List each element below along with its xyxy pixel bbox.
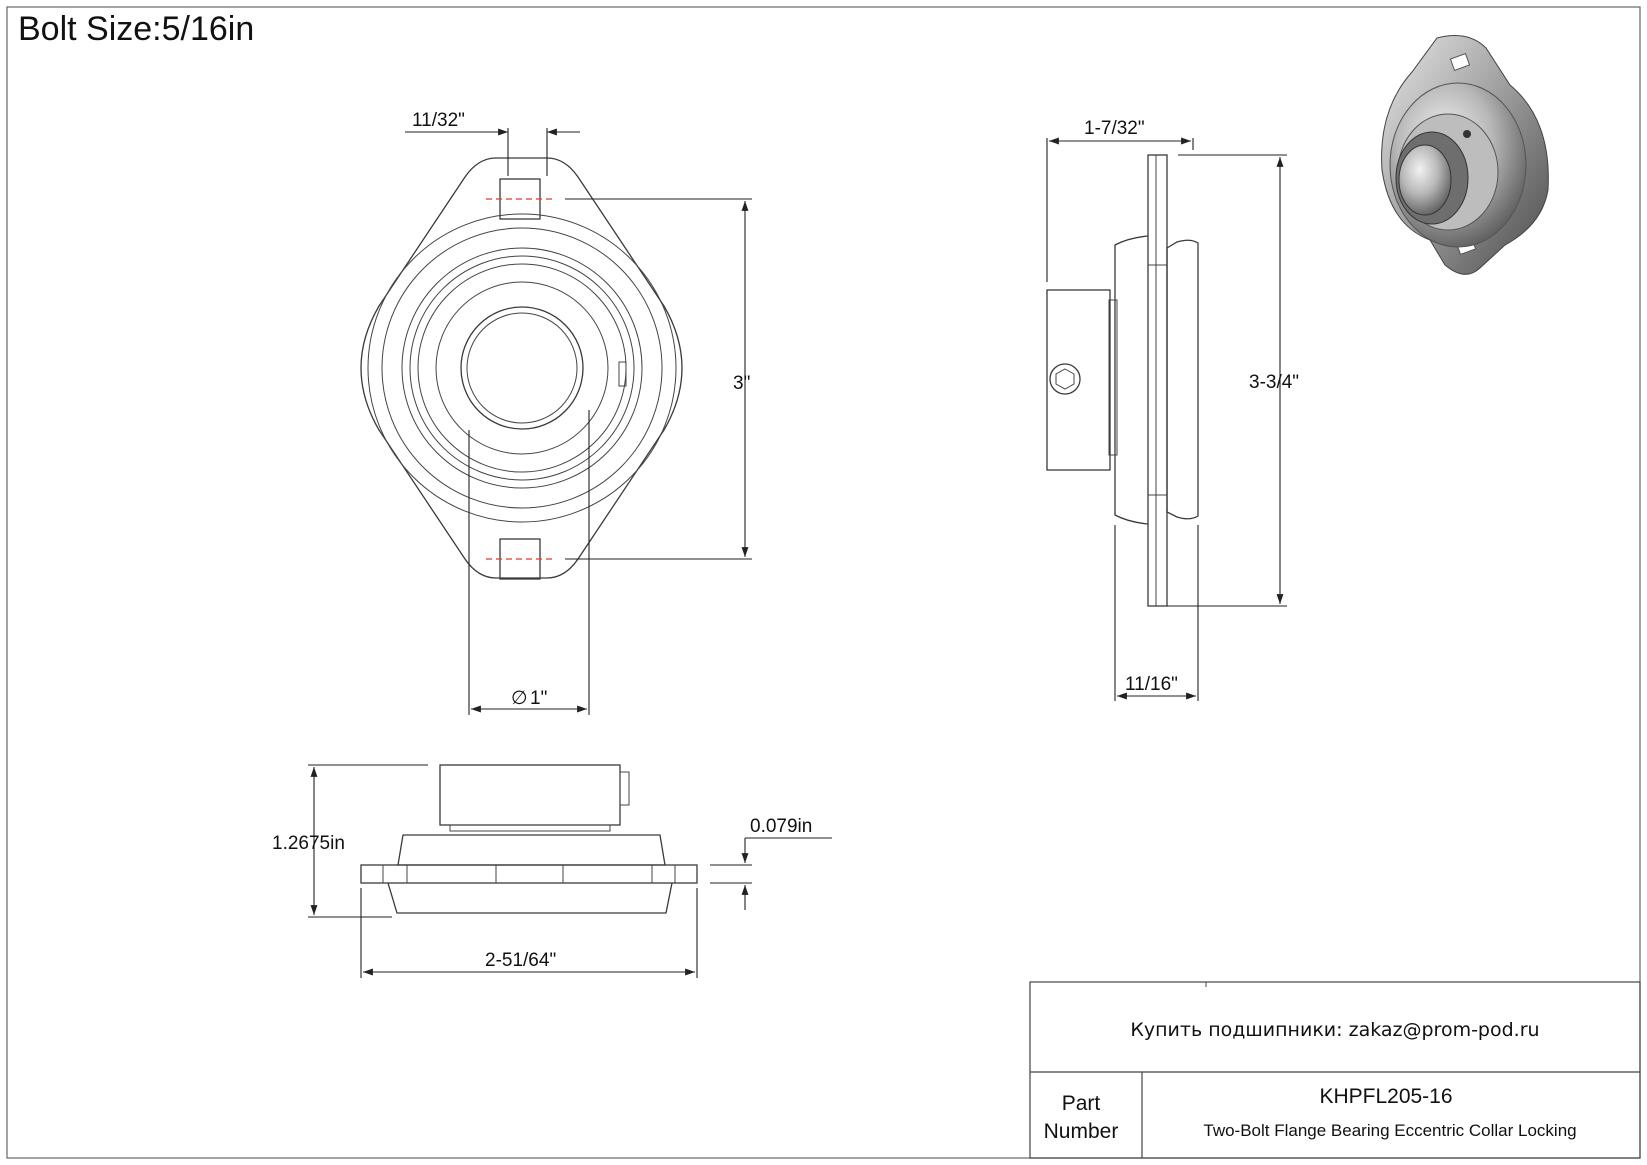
dim-plate-thickness: 0.079in <box>750 816 812 837</box>
title-block: Купить подшипники: zakaz@prom-pod.ru Par… <box>1029 981 1641 1159</box>
dim-side-width: 1-7/32" <box>1084 118 1145 139</box>
dim-overall-height: 3-3/4" <box>1249 372 1299 393</box>
bearing-3d-render-icon <box>1381 35 1549 275</box>
dim-bore-diameter: 1" <box>530 688 547 709</box>
title-block-contact: Купить подшипники: zakaz@prom-pod.ru <box>1130 1019 1539 1041</box>
dim-bolt-hole-width: 11/32" <box>412 110 465 131</box>
part-label-line1: Part <box>1062 1092 1101 1115</box>
dim-diameter-symbol: ∅ <box>511 688 528 709</box>
front-view: 11/32" 3" ∅ 1" <box>360 110 752 715</box>
page-border <box>6 6 1641 1159</box>
dim-overall-thickness: 1.2675in <box>272 833 345 854</box>
bottom-view: 1.2675in 0.079in 2-51/64" <box>272 764 832 978</box>
bolt-size-title: Bolt Size:5/16in <box>18 10 254 48</box>
part-description: Two-Bolt Flange Bearing Eccentric Collar… <box>1203 1121 1576 1140</box>
side-view: 1-7/32" 3-3/4" 11/16" <box>1046 118 1299 701</box>
part-label-line2: Number <box>1044 1120 1119 1143</box>
hex-socket-icon <box>1049 363 1081 395</box>
dim-flange-depth: 11/16" <box>1125 674 1178 695</box>
dim-overall-length: 2-51/64" <box>485 950 556 971</box>
part-number: KHPFL205-16 <box>1319 1085 1452 1108</box>
dim-bolt-spacing: 3" <box>733 373 750 394</box>
